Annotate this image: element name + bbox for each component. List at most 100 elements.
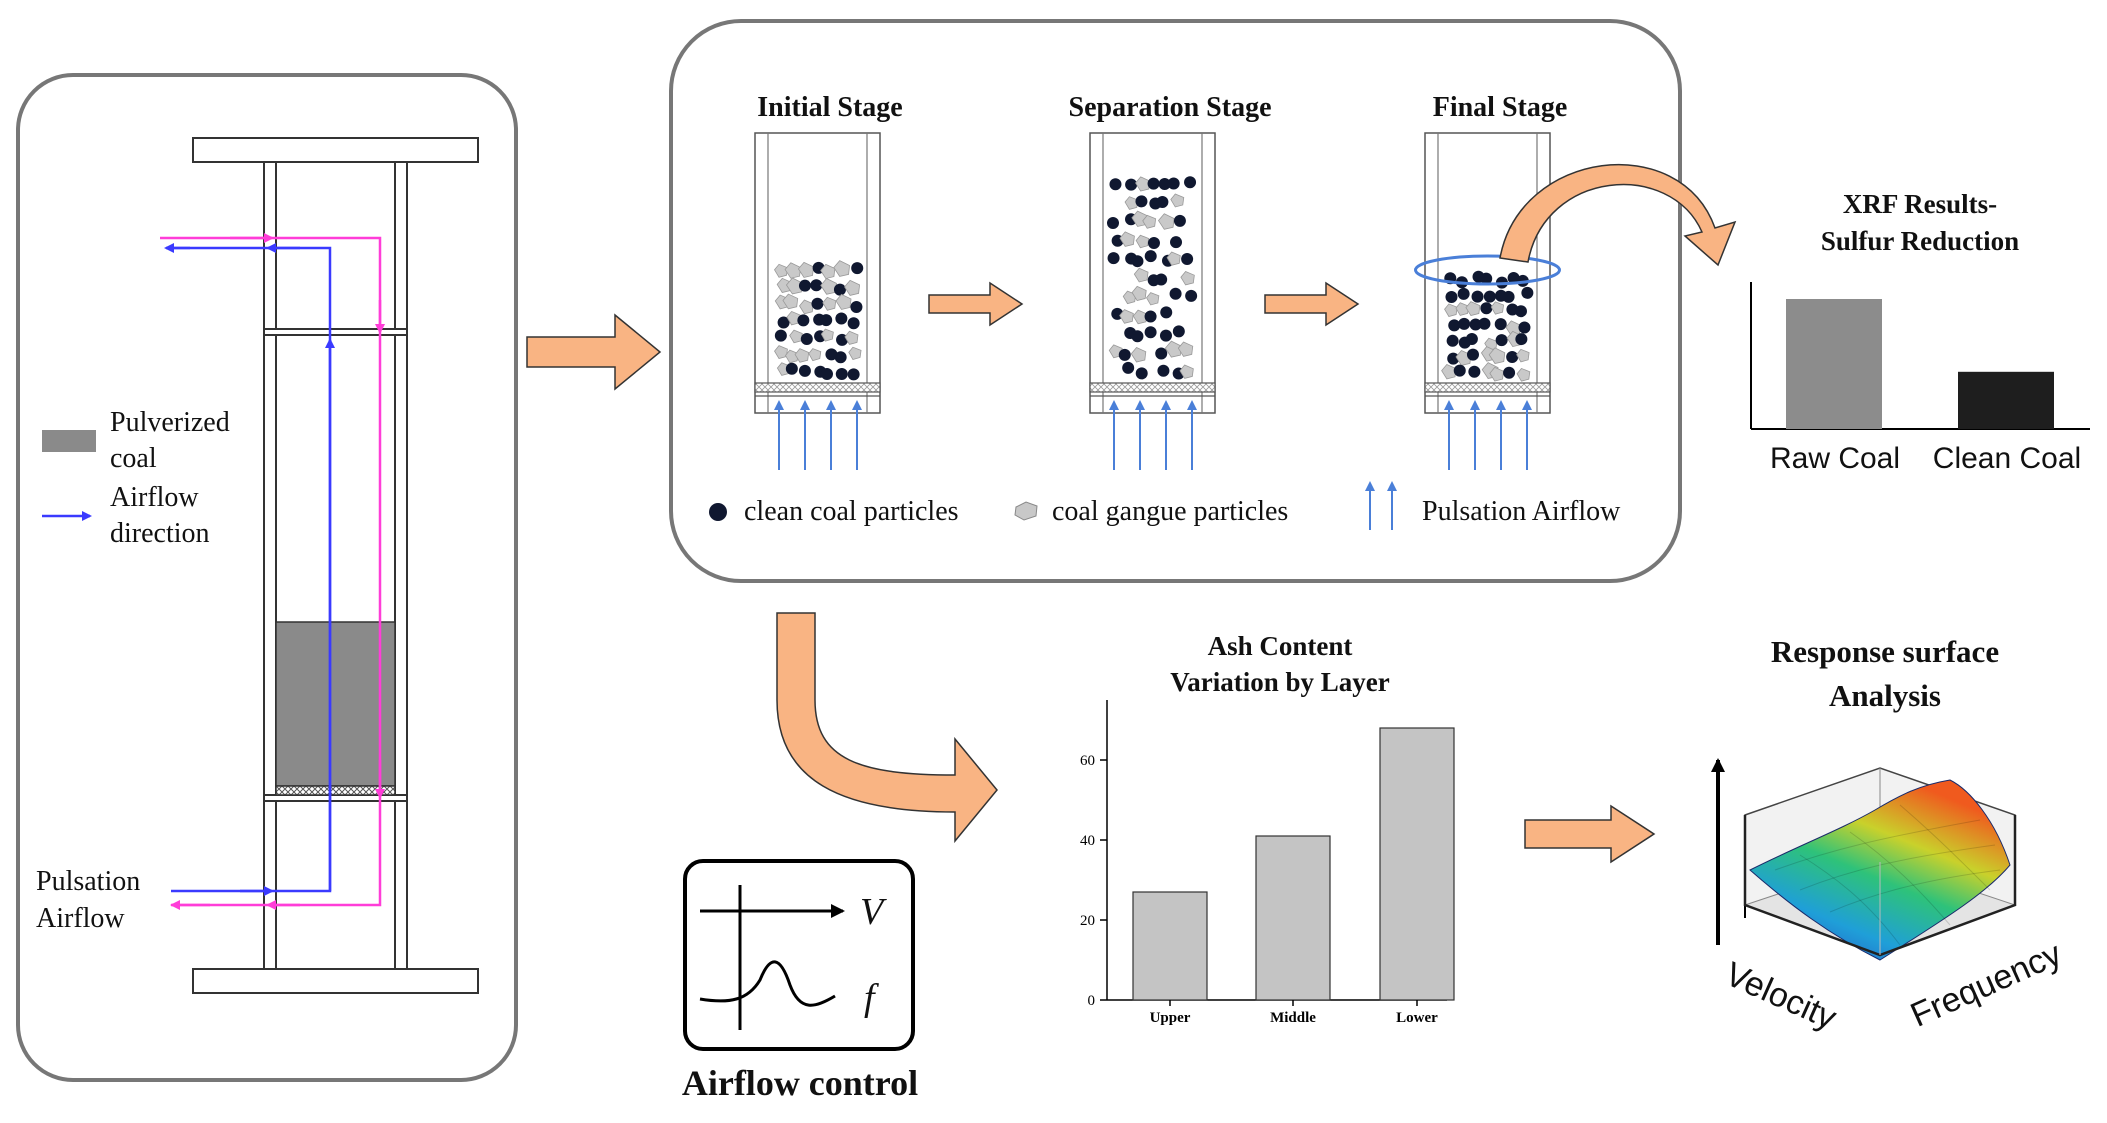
clean-coal-particle: [820, 367, 833, 380]
clean-coal-particle: [1457, 287, 1470, 300]
gangue-particle: [1158, 213, 1175, 230]
clean-coal-particle: [1156, 196, 1169, 209]
clean-coal-particle: [1172, 325, 1185, 338]
clean-coal-particle: [1445, 291, 1458, 304]
gangue-particle: [774, 345, 788, 360]
clean-coal-particle: [1181, 252, 1194, 265]
clean-coal-particle: [1144, 326, 1157, 339]
clean-coal-particle: [1160, 306, 1173, 319]
clean-coal-particle: [798, 279, 811, 292]
clean-coal-particle: [1503, 366, 1516, 379]
clean-coal-particle: [1173, 214, 1186, 227]
clean-coal-particle: [1471, 290, 1484, 303]
clean-coal-particle: [1448, 319, 1461, 332]
ash-ytick-label: 60: [1080, 753, 1095, 769]
clean-coal-particle: [1502, 290, 1515, 303]
top-plate: [192, 137, 479, 163]
arrow-separation-to-final: [1264, 281, 1360, 327]
legend-gangue-label: coal gangue particles: [1052, 496, 1289, 527]
gangue-particle: [820, 328, 834, 342]
clean-coal-particle: [1514, 305, 1527, 318]
stage-tubes: [754, 132, 1561, 470]
clean-coal-particle: [1466, 348, 1479, 361]
ash-xtick-label: Middle: [1270, 1010, 1316, 1026]
clean-coal-particle: [1107, 252, 1120, 265]
clean-coal-particle: [1155, 347, 1168, 360]
airflow-control-frame: [683, 859, 915, 1051]
gangue-particle: [1131, 285, 1147, 301]
xrf-bar-clean-coal: [1958, 371, 2054, 429]
tube-distributor: [1424, 382, 1551, 393]
legend-airflow-line1: Airflow: [110, 482, 199, 513]
tube-initial: [754, 132, 881, 470]
arrow-to-ash-chart: [776, 612, 998, 844]
ash-title-line2: Variation by Layer: [1170, 667, 1390, 697]
stage-title-separation: Separation Stage: [1068, 92, 1272, 123]
gangue-particle: [1444, 303, 1458, 317]
gangue-particle: [1490, 301, 1505, 315]
gangue-particle: [1170, 193, 1185, 208]
clean-coal-particle: [1147, 177, 1160, 190]
clean-coal-particle: [1480, 302, 1493, 315]
upper-flange: [263, 328, 408, 336]
pulsation-line1: Pulsation: [36, 866, 141, 897]
stage-title-initial: Initial Stage: [757, 92, 903, 123]
clean-coal-particle: [1169, 287, 1182, 300]
clean-coal-particle: [1155, 273, 1168, 286]
clean-coal-particle: [1521, 286, 1534, 299]
clean-coal-particle: [1159, 329, 1172, 342]
clean-coal-particle: [1458, 317, 1471, 330]
gangue-particle: [1119, 309, 1134, 324]
gangue-particle: [820, 263, 836, 280]
clean-coal-particle: [810, 279, 823, 292]
clean-coal-particle: [1518, 321, 1531, 334]
clean-coal-particle: [847, 368, 860, 381]
gangue-particle: [782, 293, 799, 310]
clean-coal-particle: [1122, 361, 1135, 374]
clean-coal-particle: [797, 314, 810, 327]
legend-coal-label: Pulverized coal: [110, 405, 230, 477]
legend-airflow-label: Airflow direction: [110, 480, 210, 552]
clean-coal-particle: [1495, 334, 1508, 347]
clean-coal-particle: [1144, 310, 1157, 323]
lower-flange: [263, 794, 408, 802]
tube-distributor: [754, 382, 881, 393]
clean-coal-particle: [1170, 236, 1183, 249]
clean-coal-particle: [1184, 176, 1197, 189]
ash-bar-lower: [1379, 727, 1455, 1001]
distributor-mesh: [275, 785, 396, 796]
gangue-particle: [835, 293, 852, 310]
clean-coal-particle: [835, 312, 848, 325]
gangue-particle: [1516, 348, 1530, 363]
xrf-title: XRF Results- Sulfur Reduction: [1745, 186, 2095, 260]
ash-ytick-label: 40: [1080, 833, 1095, 849]
clean-coal-particle: [1453, 364, 1466, 377]
clean-coal-particle: [777, 316, 790, 329]
clean-coal-particle: [1135, 195, 1148, 208]
arrow-final-to-xrf: [1499, 163, 1737, 267]
tube-separation: [1089, 132, 1216, 470]
clean-coal-particle: [850, 300, 863, 313]
legend-clean-coal-icon: [709, 503, 727, 521]
ash-xtick-label: Lower: [1396, 1010, 1438, 1026]
gangue-particle: [1489, 366, 1504, 382]
clean-coal-particle: [1185, 289, 1198, 302]
ash-bar-upper: [1132, 891, 1208, 1001]
clean-coal-particle: [1465, 333, 1478, 346]
gangue-particle: [797, 261, 814, 278]
apparatus-frame: [16, 73, 518, 1082]
ash-xtick-label: Upper: [1150, 1010, 1191, 1026]
legend-coal-swatch: [42, 430, 96, 452]
clean-coal-particle: [800, 333, 813, 346]
ash-ytick-label: 0: [1088, 993, 1096, 1009]
gangue-particle: [1166, 251, 1181, 266]
gangue-particle: [794, 348, 810, 363]
tube-distributor: [1089, 382, 1216, 393]
clean-coal-particle: [1515, 333, 1528, 346]
ash-ytick-label: 20: [1080, 913, 1095, 929]
apparatus-panel: [16, 73, 518, 1082]
pulverized-coal-bed: [275, 621, 396, 787]
clean-coal-particle: [1447, 352, 1460, 365]
clean-coal-particle: [1157, 364, 1170, 377]
airflow-control-wave: [699, 960, 836, 1007]
